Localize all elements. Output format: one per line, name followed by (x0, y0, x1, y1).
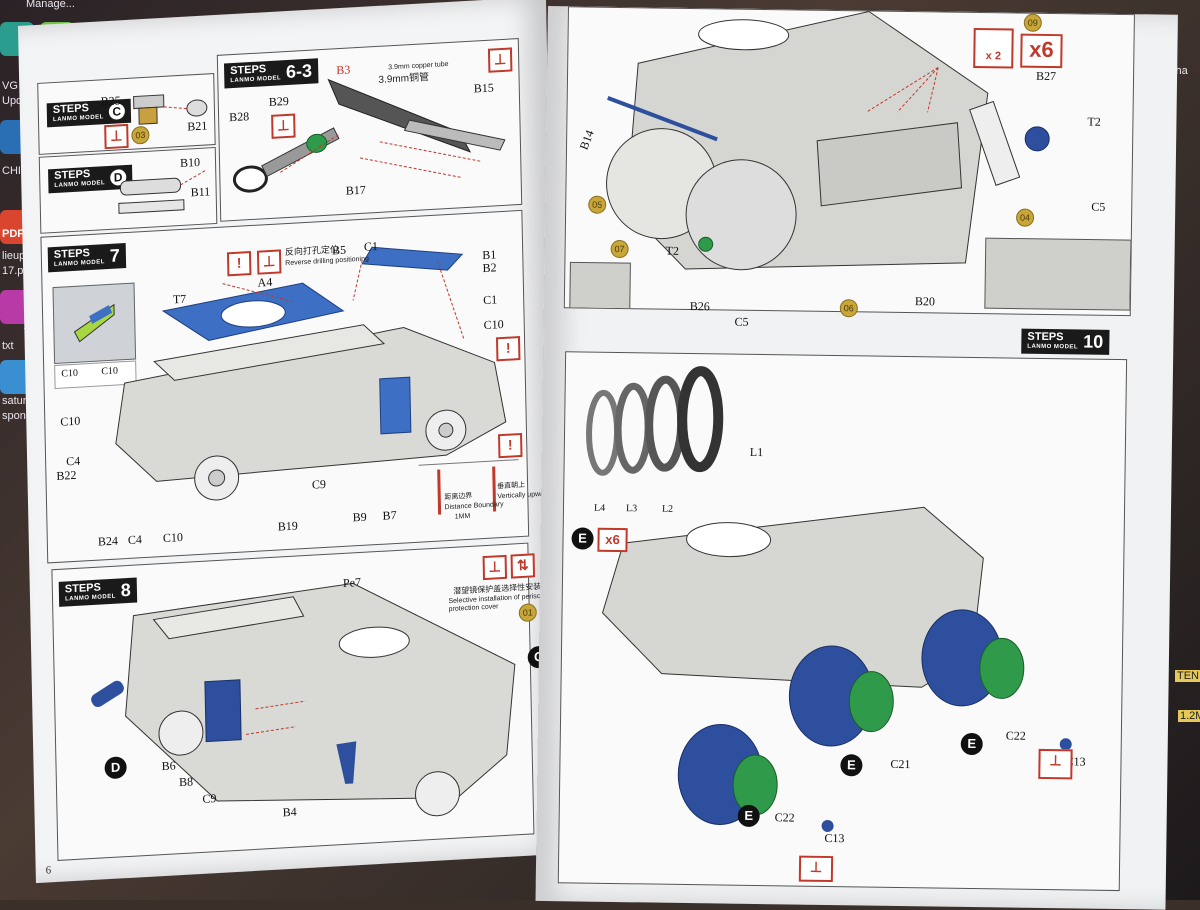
label-b11: B11 (190, 184, 211, 200)
glue-warning-icon: ⊥ (798, 855, 834, 883)
label-c9: C9 (311, 476, 327, 492)
label-b26: B26 (689, 299, 710, 314)
label-b10: B10 (179, 154, 201, 170)
label-l1: L1 (749, 444, 764, 460)
steps-6-3-drawing (232, 78, 506, 193)
label-c22: C22 (1005, 728, 1026, 743)
label-b22: B22 (56, 467, 77, 483)
label-c10-c: C10 (162, 529, 184, 546)
label-t7: T7 (172, 291, 187, 307)
part-number-06: 06 (839, 299, 858, 318)
steps-d-drawing (118, 170, 206, 214)
label-b29: B29 (268, 93, 289, 109)
label-b25: B25 (100, 93, 121, 109)
label-l4: L4 (593, 502, 606, 514)
label-b17: B17 (345, 182, 366, 198)
desktop-label-manage[interactable]: Manage... (26, 0, 75, 10)
label-b7: B7 (382, 507, 397, 523)
subassembly-e-marker: E (960, 732, 983, 756)
label-c1-b: C1 (483, 292, 498, 308)
warning-icon: ! (226, 251, 252, 277)
label-b6: B6 (161, 758, 176, 774)
label-t2-b: T2 (665, 243, 680, 258)
copper-tube-note-cn: 3.9mm铜管 (378, 72, 430, 86)
label-b4: B4 (282, 804, 297, 820)
label-b27: B27 (1035, 68, 1057, 84)
drill-icon: ⊥ (256, 249, 282, 275)
box-label: TEN (1175, 670, 1200, 682)
swap-icon: ⇅ (510, 553, 536, 579)
warning-icon: ! (498, 432, 523, 459)
label-b3: B3 (336, 62, 351, 78)
label-c1: C1 (363, 238, 379, 254)
desktop-label-pdf: PDF (2, 228, 24, 240)
label-a4: A4 (257, 274, 273, 290)
label-c5: C5 (1091, 199, 1106, 214)
label-c13-b: C13 (824, 830, 845, 846)
label-pe7: Pe7 (342, 574, 362, 590)
label-l3: L3 (625, 503, 638, 515)
steps-9-panel: B14 B27 T2 C5 04 05 07 T2 B26 C5 06 B20 … (563, 6, 1135, 329)
label-b19: B19 (277, 518, 298, 534)
multiplier-x6-badge: x6 (597, 527, 628, 553)
steps-c-drawing (133, 94, 208, 125)
reverse-drill-note-cn: 反向打孔定位 (284, 244, 340, 258)
multiplier-x6-badge: x6 (1020, 33, 1063, 69)
right-page: B14 B27 T2 C5 04 05 07 T2 B26 C5 06 B20 … (535, 6, 1178, 910)
label-b20: B20 (914, 294, 936, 309)
label-c4-b: C4 (127, 532, 143, 547)
part-number-04: 04 (1015, 208, 1035, 227)
page-number: 6 (45, 864, 52, 877)
box-label: 1.2M (1178, 710, 1200, 722)
label-b2: B2 (482, 260, 497, 276)
label-l2: L2 (661, 503, 674, 515)
label-c10-b: C10 (60, 413, 81, 429)
subassembly-e-marker: E (571, 527, 594, 550)
glue-warning-icon: ⊥ (271, 113, 296, 139)
label-c22-b: C22 (774, 810, 795, 825)
label-c9: C9 (202, 791, 217, 806)
steps-8-vehicle-drawing (91, 582, 516, 817)
glue-warning-icon: ⊥ (1038, 748, 1073, 780)
warning-icon: ! (495, 336, 521, 362)
steps-7-vehicle-drawing (115, 246, 507, 501)
desktop-label-txt[interactable]: txt (2, 340, 14, 352)
glue-warning-icon: ⊥ (482, 554, 508, 581)
label-b8: B8 (178, 774, 194, 790)
glue-warning-icon: ⊥ (487, 47, 513, 73)
steps-9-vehicle-drawing (568, 10, 1132, 316)
drill-detail: 距离边界 Distance Boundary 1MM 垂直朝上 Vertical… (418, 459, 554, 541)
label-c10-a: C10 (483, 316, 504, 333)
glue-warning-icon: ⊥ (104, 123, 129, 150)
label-b9: B9 (352, 509, 367, 525)
steps-10-wheel-drawing (586, 366, 1072, 832)
label-b24: B24 (97, 533, 119, 549)
label-b21: B21 (187, 118, 208, 134)
label-t2: T2 (1087, 114, 1101, 129)
label-c5-b: C5 (734, 314, 749, 329)
label-b15: B15 (473, 80, 494, 96)
label-c21: C21 (890, 756, 911, 772)
label-b28: B28 (228, 109, 250, 125)
multiplier-x2-badge: x 2 (973, 27, 1014, 69)
detail-inset (52, 282, 137, 365)
